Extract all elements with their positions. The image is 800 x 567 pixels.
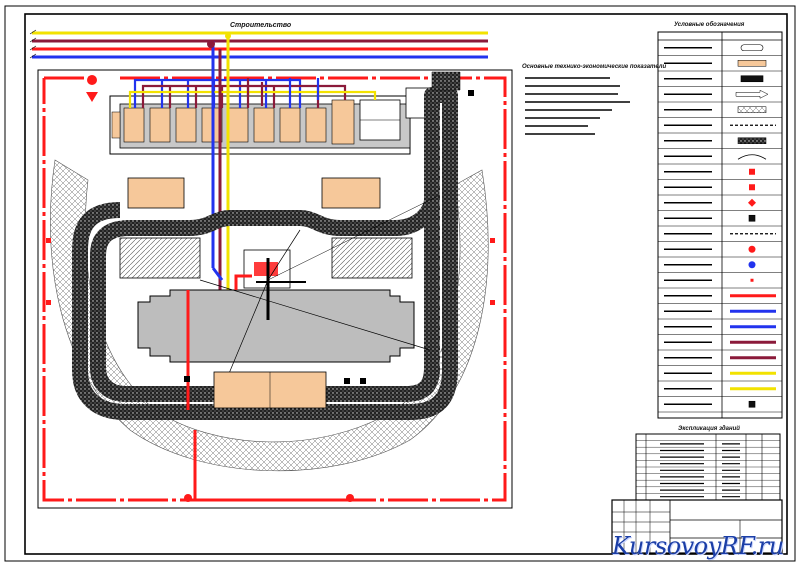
explication-table: Экспликация зданий xyxy=(635,425,781,501)
open-storage-right xyxy=(331,237,413,279)
cabin xyxy=(123,107,145,143)
outer-frame xyxy=(4,5,796,562)
main-building xyxy=(137,289,415,363)
tower-crane xyxy=(199,194,441,396)
road-label: Строительство xyxy=(230,22,292,29)
site-markers xyxy=(46,75,495,502)
main-risers xyxy=(207,33,231,290)
legend-symbol xyxy=(737,106,767,113)
legend-symbol xyxy=(737,137,767,144)
cabin xyxy=(279,107,301,143)
legend-symbol xyxy=(748,214,756,222)
cabin xyxy=(175,107,197,143)
cabin xyxy=(331,99,355,145)
legend-symbol xyxy=(735,89,769,99)
inner-frame xyxy=(24,13,788,555)
site-boundary xyxy=(37,69,513,509)
stats-title: Основные технико-экономические показател… xyxy=(522,64,666,70)
watermark-logo: KursovoyRF.ru xyxy=(612,532,784,560)
legend-table: Условные обозначения xyxy=(657,21,783,419)
material-storage-left xyxy=(127,177,185,209)
road-entry xyxy=(431,71,461,91)
legend-symbol xyxy=(737,154,767,160)
water-to-building xyxy=(211,267,224,281)
legend-symbol xyxy=(737,60,767,67)
legend-symbol xyxy=(748,400,756,408)
cabin xyxy=(149,107,171,143)
title-block xyxy=(611,499,783,554)
temporary-buildings-row xyxy=(109,87,433,155)
fence-line xyxy=(42,76,507,502)
legend-symbol xyxy=(748,198,756,207)
stats-block: Основные технико-экономические показател… xyxy=(522,64,666,135)
legend-symbol xyxy=(749,184,755,191)
cabin xyxy=(227,107,249,143)
temporary-road xyxy=(72,87,458,420)
power-line-bottom xyxy=(186,290,350,502)
legend-symbol xyxy=(748,261,756,269)
legend-title: Условные обозначения xyxy=(674,21,745,28)
legend-symbol xyxy=(749,168,755,175)
utility-lines-top: Строительство xyxy=(29,22,488,59)
legend-symbol xyxy=(740,75,764,83)
open-storage-left xyxy=(119,237,201,279)
table-title: Экспликация зданий xyxy=(678,425,740,432)
legend-symbol xyxy=(748,245,756,253)
power-to-crane xyxy=(234,274,252,290)
cabin xyxy=(305,107,327,143)
cabin xyxy=(253,107,275,143)
legend-symbol xyxy=(750,278,754,282)
material-storage-right xyxy=(321,177,381,209)
legend-symbol xyxy=(740,44,764,52)
